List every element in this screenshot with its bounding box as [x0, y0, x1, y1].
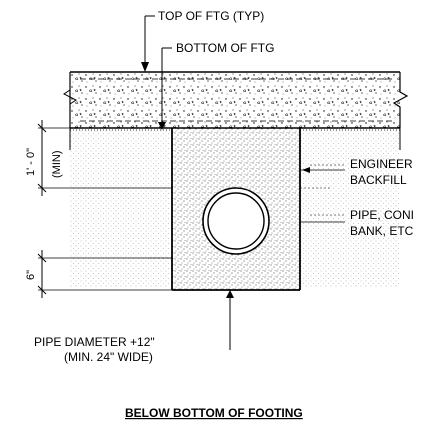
dimension-1ft: 1' - 0" (MIN)	[25, 120, 70, 196]
drawing-title: BELOW BOTTOM OF FOOTING	[125, 406, 303, 420]
surrounding-soil	[69, 128, 401, 288]
dimension-6in: 6"	[25, 250, 47, 298]
break-line	[392, 72, 409, 128]
pipe-label-2: BANK, ETC	[350, 224, 414, 238]
dimension-6in-label: 6"	[25, 270, 37, 280]
footing-slab	[63, 71, 409, 129]
bottom-of-footing-label: BOTTOM OF FTG	[176, 41, 274, 55]
pipe-diameter-label-2: (MIN. 24" WIDE)	[64, 350, 153, 364]
engineer-backfill-label-2: BACKFILL	[350, 173, 407, 187]
dimension-min-label: (MIN)	[51, 151, 63, 179]
arrow-left-icon	[302, 167, 310, 173]
break-line	[63, 89, 77, 105]
pipe-label-1: PIPE, CONI	[350, 208, 414, 222]
arrow-up-icon	[226, 290, 234, 298]
dimension-1ft-label: 1' - 0"	[25, 148, 37, 176]
reference-lines	[38, 187, 330, 291]
arrow-down-icon	[141, 62, 149, 72]
engineer-backfill-callout: ENGINEER BACKFILL	[300, 157, 413, 187]
top-of-footing-label: TOP OF FTG (TYP)	[158, 9, 264, 23]
pipe-diameter-callout: PIPE DIAMETER +12" (MIN. 24" WIDE)	[34, 290, 234, 364]
engineer-backfill-label-1: ENGINEER	[350, 157, 413, 171]
pipe-callout: PIPE, CONI BANK, ETC	[300, 208, 414, 238]
pipe-diameter-label-1: PIPE DIAMETER +12"	[34, 335, 155, 349]
top-of-footing-callout: TOP OF FTG (TYP)	[141, 9, 264, 72]
pipe	[202, 187, 270, 255]
